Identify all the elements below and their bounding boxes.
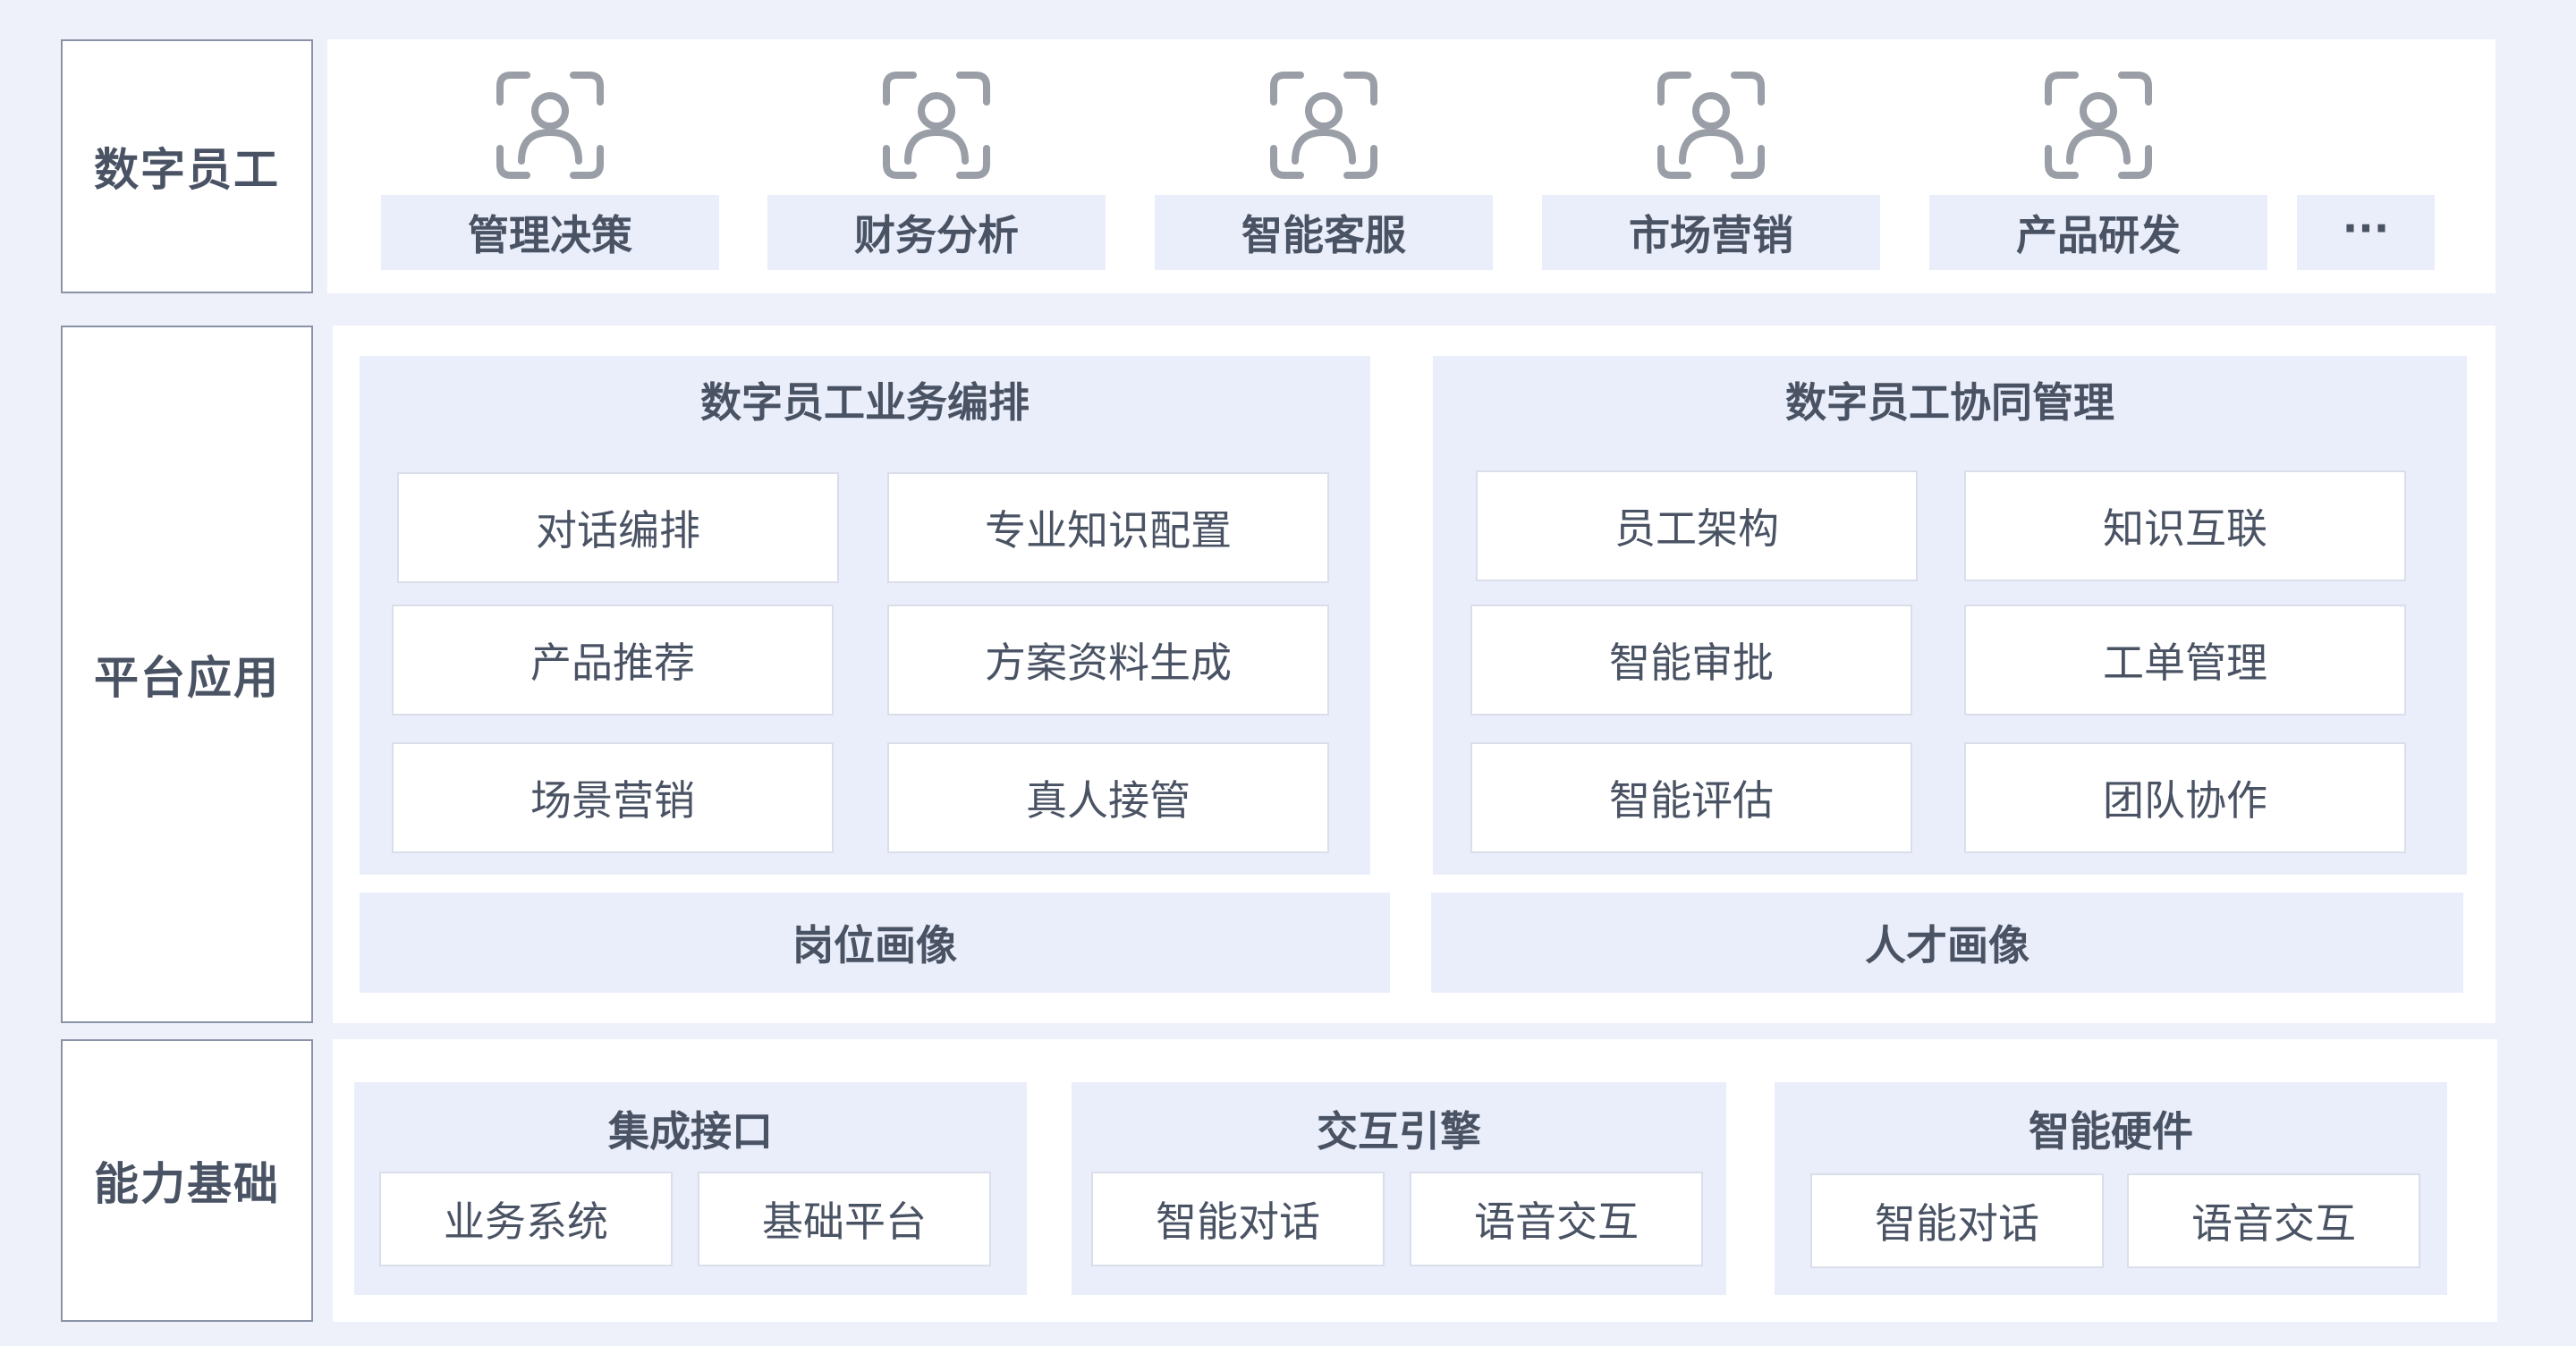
roles-more[interactable]: ··· [2297,195,2435,270]
user-frame-icon [1267,68,1381,182]
collaboration-title: 数字员工协同管理 [1785,378,2114,427]
layer-label-capability-base: 能力基础 [61,1039,313,1322]
collaboration-item-teamwork[interactable]: 团队协作 [1964,742,2406,853]
role-item-marketing[interactable]: 市场营销 [1542,68,1880,270]
collaboration-item-ticket[interactable]: 工单管理 [1964,605,2406,715]
hardware-item-dialog[interactable]: 智能对话 [1810,1173,2104,1268]
interaction-item-dialog[interactable]: 智能对话 [1091,1172,1385,1266]
orchestration-item-dialog[interactable]: 对话编排 [397,472,839,583]
user-frame-icon [2041,68,2156,182]
layer-label-platform-app: 平台应用 [61,326,313,1023]
interaction-title: 交互引擎 [1317,1107,1481,1156]
layer-label-digital-staff: 数字员工 [61,39,313,293]
role-label: 管理决策 [381,195,719,270]
orchestration-item-recommend[interactable]: 产品推荐 [392,605,834,715]
role-item-management[interactable]: 管理决策 [381,68,719,270]
role-label: 财务分析 [767,195,1106,270]
orchestration-item-marketing[interactable]: 场景营销 [392,742,834,853]
integration-item-platform[interactable]: 基础平台 [698,1172,991,1266]
integration-item-business[interactable]: 业务系统 [379,1172,673,1266]
orchestration-item-material[interactable]: 方案资料生成 [887,605,1329,715]
user-frame-icon [1654,68,1768,182]
collaboration-item-structure[interactable]: 员工架构 [1476,470,1918,581]
role-item-rnd[interactable]: 产品研发 [1929,68,2267,270]
orchestration-title: 数字员工业务编排 [700,378,1030,427]
collaboration-item-approval[interactable]: 智能审批 [1470,605,1912,715]
role-item-finance[interactable]: 财务分析 [767,68,1106,270]
talent-profile-bar[interactable]: 人才画像 [1431,893,2463,993]
role-item-service[interactable]: 智能客服 [1155,68,1493,270]
user-frame-icon [879,68,994,182]
integration-title: 集成接口 [608,1107,773,1156]
role-label: 智能客服 [1155,195,1493,270]
role-label: 产品研发 [1929,195,2267,270]
user-frame-icon [493,68,607,182]
hardware-title: 智能硬件 [2029,1107,2193,1156]
position-profile-bar[interactable]: 岗位画像 [360,893,1390,993]
orchestration-item-knowledge[interactable]: 专业知识配置 [887,472,1329,583]
collaboration-item-evaluation[interactable]: 智能评估 [1470,742,1912,853]
collaboration-item-knowledge-link[interactable]: 知识互联 [1964,470,2406,581]
interaction-item-voice[interactable]: 语音交互 [1410,1172,1703,1266]
hardware-item-voice[interactable]: 语音交互 [2127,1173,2420,1268]
orchestration-item-takeover[interactable]: 真人接管 [887,742,1329,853]
role-label: 市场营销 [1542,195,1880,270]
